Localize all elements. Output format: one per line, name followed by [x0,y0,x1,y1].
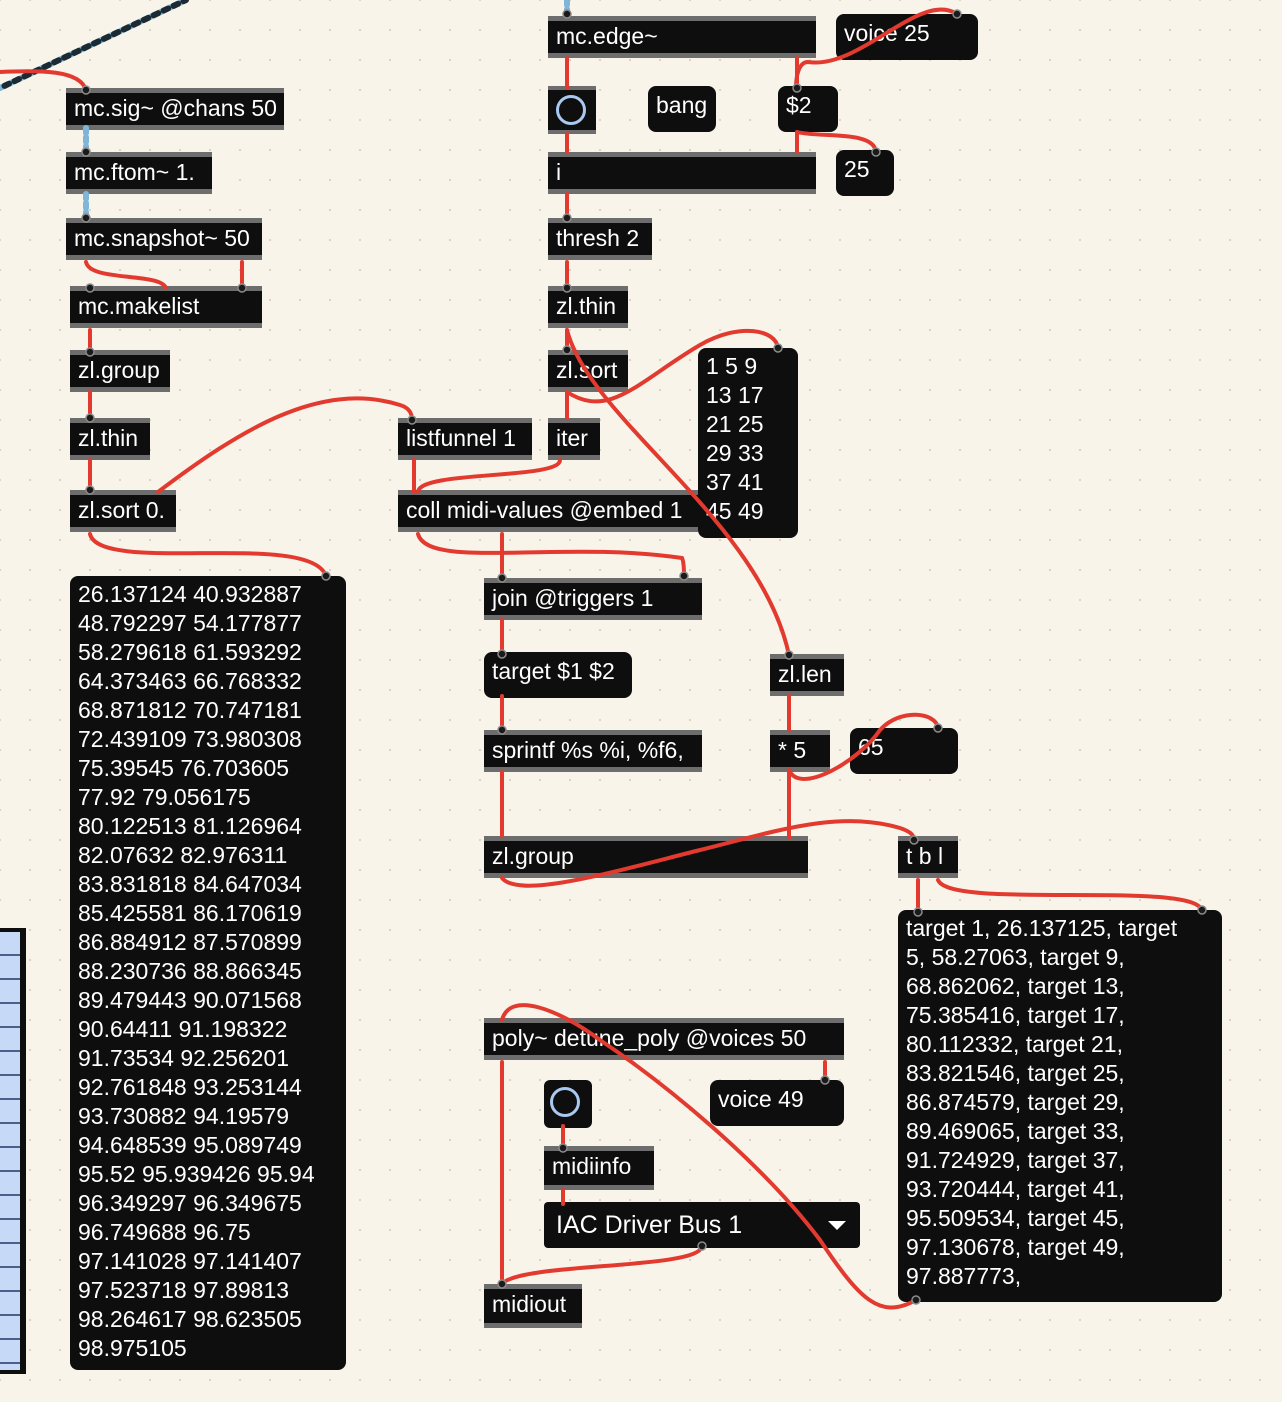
object-mc-edge[interactable]: mc.edge~ [548,16,816,58]
object-zl-sort-left[interactable]: zl.sort 0. [70,490,176,532]
cord-sort-listfunnel [156,396,414,494]
object-trigger-bl[interactable]: t b l [898,836,958,878]
cord-dollar2-num [795,130,878,154]
object-join[interactable]: join @triggers 1 [484,578,702,620]
object-mc-sig[interactable]: mc.sig~ @chans 50 [66,88,284,130]
cord-sort-list [88,532,328,578]
object-zl-group-bottom[interactable]: zl.group [484,836,808,878]
bang-button-bottom[interactable] [544,1080,592,1128]
message-target-output[interactable]: target 1, 26.137125, target 5, 58.27063,… [898,910,1222,1302]
object-thresh[interactable]: thresh 2 [548,218,652,260]
object-iter[interactable]: iter [548,418,600,460]
object-poly[interactable]: poly~ detune_poly @voices 50 [484,1018,844,1060]
object-int[interactable]: i [548,152,816,194]
number-box-65[interactable]: 65 [850,728,958,774]
menu-midi-port-label: IAC Driver Bus 1 [556,1211,743,1239]
object-midiout[interactable]: midiout [484,1284,582,1328]
signal-cord-incoming-dark [0,0,189,91]
object-midiinfo[interactable]: midiinfo [544,1146,654,1190]
menu-midi-port[interactable]: IAC Driver Bus 1 [544,1202,860,1248]
cord-tbl-right [936,878,1204,912]
object-zl-thin-right[interactable]: zl.thin [548,286,628,328]
message-thinned-list[interactable]: 1 5 9 13 17 21 25 29 33 37 41 45 49 [698,348,798,538]
message-midi-values-list[interactable]: 26.137124 40.932887 48.792297 54.177877 … [70,576,346,1370]
object-sprintf[interactable]: sprintf %s %i, %f6, [484,730,702,772]
cord-iter-coll [416,458,562,494]
message-voice-25[interactable]: voice 25 [836,14,978,60]
message-voice-49[interactable]: voice 49 [710,1080,844,1126]
cord-menu-midiout [500,1244,704,1286]
object-zl-thin-left[interactable]: zl.thin [70,418,150,460]
message-bang[interactable]: bang [648,86,716,132]
bang-circle-icon [556,95,586,125]
bang-circle-icon [550,1087,580,1117]
object-listfunnel[interactable]: listfunnel 1 [398,418,532,460]
object-mc-ftom[interactable]: mc.ftom~ 1. [66,152,212,194]
message-dollar2[interactable]: $2 [778,86,838,132]
cord-snapshot-makelist [84,260,168,290]
object-multiply-5[interactable]: * 5 [770,730,830,772]
object-zl-len[interactable]: zl.len [770,654,844,696]
dropdown-arrow-icon [828,1221,846,1230]
cord-coll-join [416,532,686,578]
signal-cord-incoming [0,0,189,91]
object-mc-makelist[interactable]: mc.makelist [70,286,262,328]
object-zl-sort-right[interactable]: zl.sort [548,350,628,392]
bang-button-top[interactable] [548,86,596,134]
table-object-fragment[interactable] [0,928,26,1374]
object-zl-group-left[interactable]: zl.group [70,350,170,392]
object-coll-midi-values[interactable]: coll midi-values @embed 1 [398,490,698,532]
message-target[interactable]: target $1 $2 [484,652,632,698]
number-box-25[interactable]: 25 [836,150,894,196]
object-mc-snapshot[interactable]: mc.snapshot~ 50 [66,218,262,260]
